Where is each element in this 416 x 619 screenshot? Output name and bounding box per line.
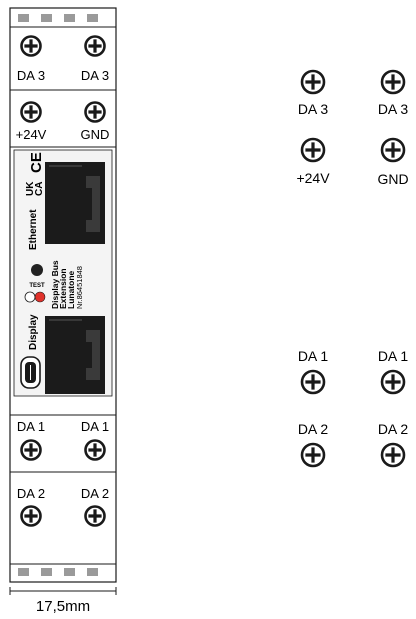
side-screw-da3-right xyxy=(380,69,406,95)
side-screw-da1-right xyxy=(380,369,406,395)
terminal-screw-da3-right xyxy=(84,35,106,57)
side-label-da3-right: DA 3 xyxy=(378,101,409,117)
ethernet-port xyxy=(45,162,105,244)
uk-mark: UK xyxy=(25,181,36,196)
bottom-vent-slots xyxy=(18,568,98,576)
terminal-label-gnd: GND xyxy=(81,127,110,142)
test-label: TEST xyxy=(29,283,45,289)
terminal-label-da3-right: DA 3 xyxy=(81,68,109,83)
terminal-label-24v: +24V xyxy=(16,127,47,142)
side-label-da2-left: DA 2 xyxy=(298,421,329,437)
side-screw-da1-left xyxy=(300,369,326,395)
terminal-label-da1-right: DA 1 xyxy=(81,419,109,434)
terminal-label-da2-right: DA 2 xyxy=(81,486,109,501)
side-screw-da3-left xyxy=(300,69,326,95)
ethernet-port-label: Ethernet xyxy=(28,209,39,250)
side-label-da1-left: DA 1 xyxy=(298,348,329,364)
terminal-screw-da3-left xyxy=(20,35,42,57)
led-red xyxy=(34,291,46,303)
brand-logo xyxy=(20,356,41,389)
side-label-gnd: GND xyxy=(377,171,408,187)
product-line-4: Nr.86451848 xyxy=(75,266,84,309)
width-dimension-label: 17,5mm xyxy=(36,598,90,615)
display-port xyxy=(45,316,105,394)
side-label-da3-left: DA 3 xyxy=(298,101,329,117)
led-white xyxy=(24,291,36,303)
terminal-screw-da2-right xyxy=(84,505,106,527)
terminal-label-da1-left: DA 1 xyxy=(17,419,45,434)
side-screw-24v xyxy=(300,137,326,163)
terminal-screw-gnd xyxy=(84,101,106,123)
product-line-1: Display Bus xyxy=(50,260,60,309)
terminal-screw-da2-left xyxy=(20,505,42,527)
side-screw-da2-left xyxy=(300,442,326,468)
ce-mark: CE xyxy=(28,152,45,173)
ca-mark: CA xyxy=(34,182,45,196)
top-vent-slots xyxy=(18,14,98,22)
terminal-label-da3-left: DA 3 xyxy=(17,68,45,83)
terminal-screw-24v xyxy=(20,101,42,123)
side-label-24v: +24V xyxy=(296,170,330,186)
width-dimension xyxy=(9,587,117,595)
side-screw-gnd xyxy=(380,137,406,163)
terminal-label-da2-left: DA 2 xyxy=(17,486,45,501)
terminal-screw-da1-right xyxy=(84,439,106,461)
side-screw-da2-right xyxy=(380,442,406,468)
side-label-da1-right: DA 1 xyxy=(378,348,409,364)
terminal-screw-da1-left xyxy=(20,439,42,461)
side-label-da2-right: DA 2 xyxy=(378,421,409,437)
product-line-3: Lunatone xyxy=(66,270,76,309)
display-port-label: Display xyxy=(28,314,39,350)
product-line-2: Extension xyxy=(58,268,68,309)
test-button[interactable] xyxy=(31,264,43,276)
